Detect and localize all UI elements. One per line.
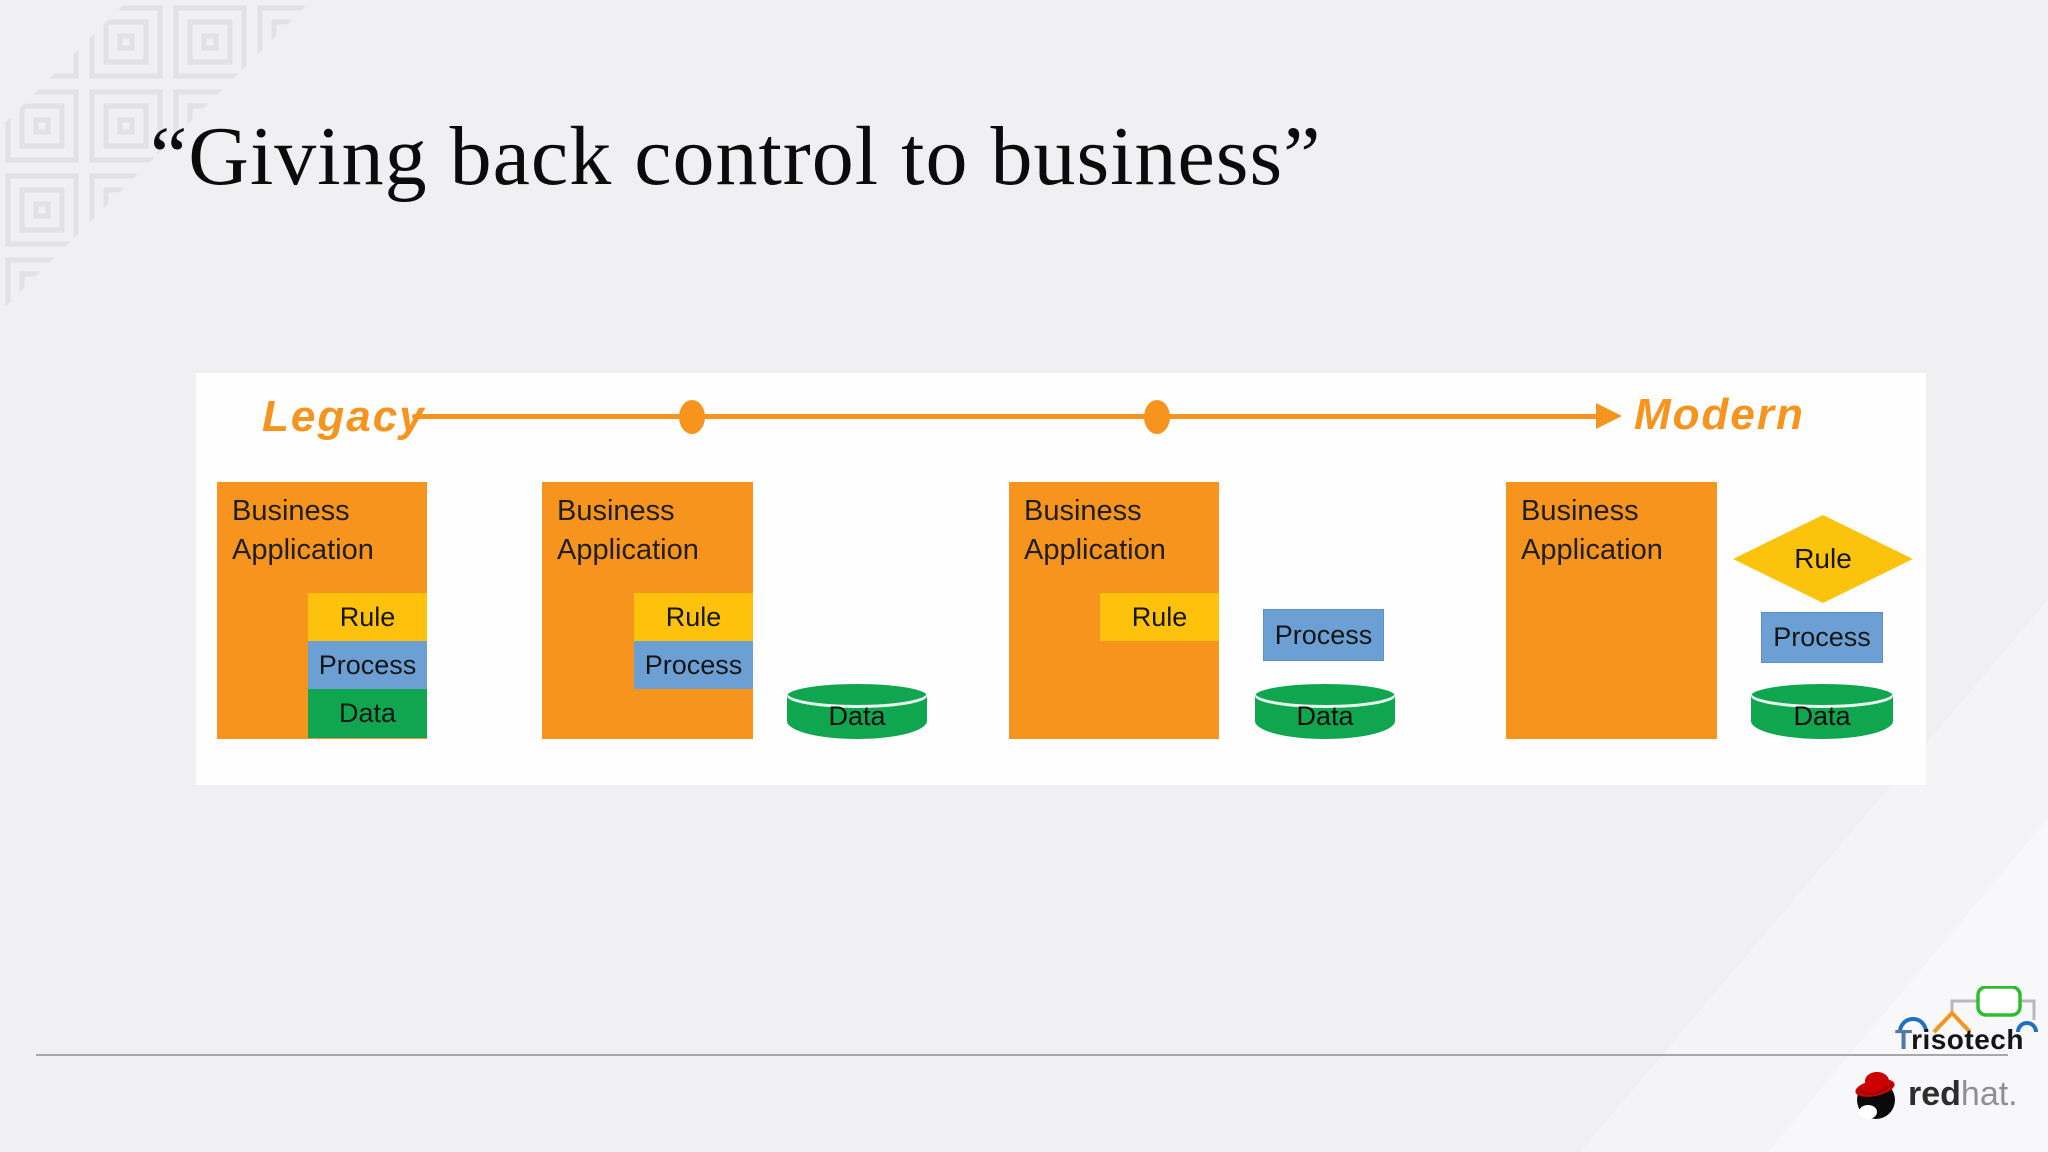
stage3-app-label: Business Application (1024, 495, 1166, 567)
stage3-business-application-box: Business Application Rule (1009, 482, 1219, 739)
timeline-arrowhead-icon (1596, 403, 1622, 429)
stage1-process-bar: Process (308, 641, 427, 689)
stage4-data-label: Data (1793, 701, 1851, 731)
stage3-rule-bar: Rule (1100, 593, 1219, 641)
trisotech-rest: risotech (1911, 1024, 2024, 1055)
stage2-data-cylinder: Data (787, 684, 927, 739)
trisotech-wordmark: Trisotech (1895, 1024, 2024, 1056)
stage3-process-rect: Process (1263, 609, 1384, 661)
redhat-word-red: red (1908, 1074, 1961, 1113)
stage1-business-application-box: Business Application Rule Process Data (217, 482, 427, 739)
stage1-app-label: Business Application (232, 495, 374, 567)
redhat-wordmark: redhat. (1908, 1075, 2018, 1114)
stage4-data-cylinder: Data (1751, 684, 1893, 739)
cylinder-top (1255, 684, 1395, 708)
corner-squares-pattern (0, 0, 312, 312)
stage2-app-label: Business Application (557, 495, 699, 567)
cylinder-top (1751, 684, 1893, 708)
stage4-app-label: Business Application (1521, 495, 1663, 567)
footer-divider (36, 1054, 2008, 1056)
stage4-business-application-box: Business Application (1506, 482, 1717, 739)
trisotech-logo: Trisotech (1894, 985, 2044, 1055)
cylinder-top (787, 684, 927, 708)
timeline-label-modern: Modern (1634, 390, 1805, 439)
stage2-business-application-box: Business Application Rule Process (542, 482, 753, 739)
stage4-process-rect: Process (1761, 612, 1883, 663)
redhat-logo: redhat. (1850, 1066, 2018, 1122)
trisotech-flowchart-icon (1898, 985, 2038, 1034)
stage2-rule-bar: Rule (634, 593, 753, 641)
stage2-process-bar: Process (634, 641, 753, 689)
timeline-dot-2 (1144, 400, 1170, 434)
timeline-dot-1 (679, 400, 705, 434)
slide-title: “Giving back control to business” (150, 110, 1322, 203)
redhat-word-hat: hat. (1960, 1074, 2018, 1113)
trisotech-initial: T (1895, 1024, 1912, 1055)
stage3-data-label: Data (1296, 701, 1354, 731)
stage1-data-bar: Data (308, 689, 427, 738)
stage3-data-cylinder: Data (1255, 684, 1395, 739)
timeline-line (412, 414, 1598, 419)
timeline-label-legacy: Legacy (262, 392, 426, 441)
redhat-fedora-icon (1855, 1072, 1895, 1119)
stage2-data-label: Data (828, 701, 886, 731)
stage1-rule-bar: Rule (308, 593, 427, 641)
